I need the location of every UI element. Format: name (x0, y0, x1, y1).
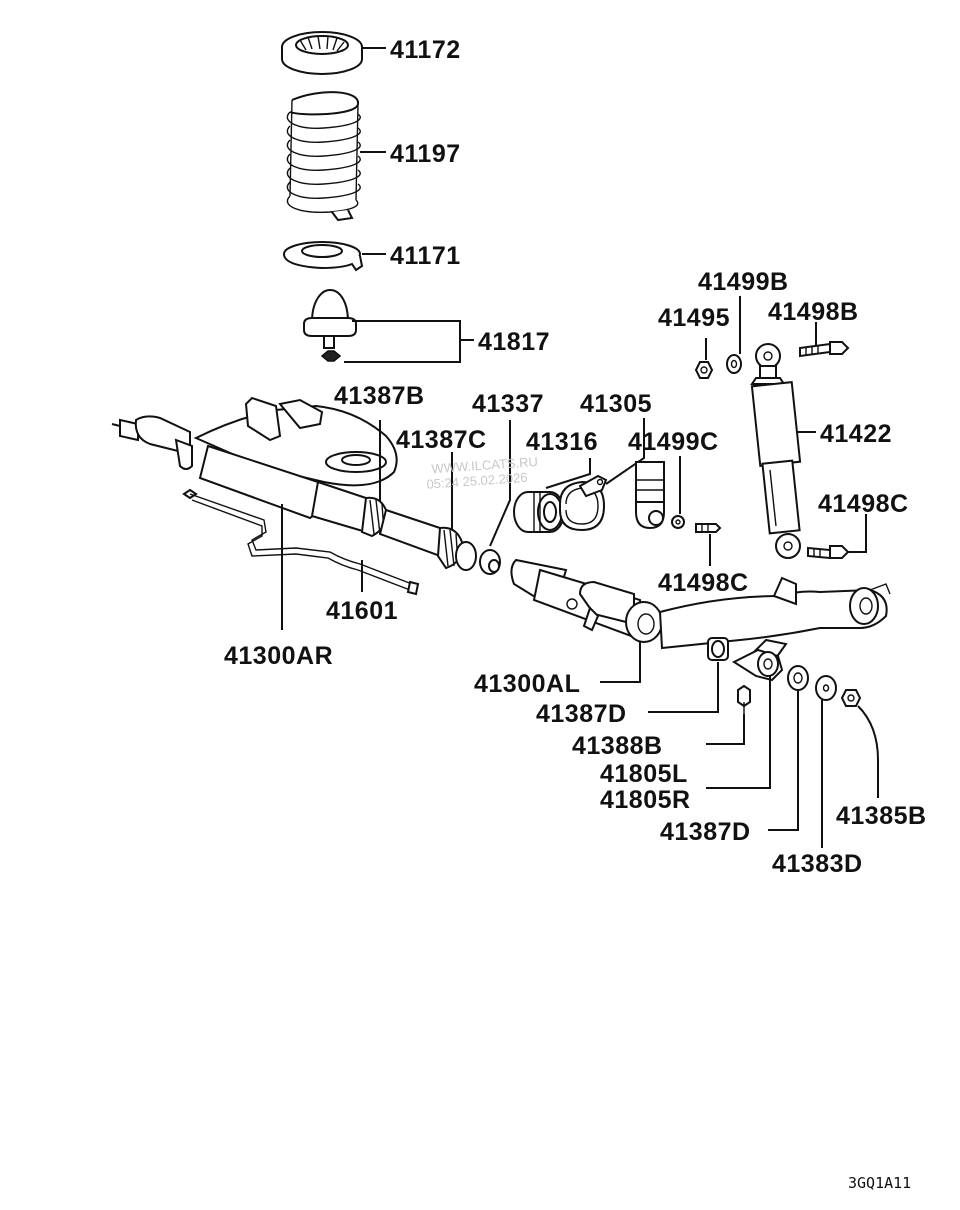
label-41498C-right: 41498C (818, 490, 909, 518)
label-41388B: 41388B (572, 732, 663, 760)
label-41495: 41495 (658, 304, 730, 332)
top-mount-part (281, 31, 363, 75)
bump-stopper-part (303, 288, 357, 362)
watermark: WWW.ILCATS.RU 05:24 25.02.2026 (426, 454, 538, 492)
shock-absorber-part (750, 343, 802, 559)
stabilizer-bar-part (182, 488, 420, 596)
label-41171: 41171 (390, 242, 461, 270)
nut-41385B-part (840, 689, 862, 707)
label-41387B: 41387B (334, 382, 425, 410)
watermark-site: WWW.ILCATS.RU (431, 454, 538, 476)
label-41498C-mid: 41498C (658, 569, 749, 597)
label-41387C: 41387C (396, 426, 487, 454)
label-41305: 41305 (580, 390, 652, 418)
label-41383D: 41383D (772, 850, 863, 878)
bolt-41498C-right-part (807, 545, 850, 560)
label-41385B: 41385B (836, 802, 927, 830)
label-41499B: 41499B (698, 268, 789, 296)
washer-41499B-part (726, 354, 742, 374)
washer-41383D-part (815, 675, 837, 701)
label-41300AR: 41300AR (224, 642, 333, 670)
label-41172: 41172 (390, 36, 461, 64)
label-41499C: 41499C (628, 428, 719, 456)
coil-spring-part (286, 91, 361, 222)
bracket-41805-part (731, 648, 784, 682)
label-41337: 41337 (472, 390, 544, 418)
label-41422: 41422 (820, 420, 892, 448)
clamp-41305-part (559, 474, 608, 532)
label-41387D: 41387D (536, 700, 627, 728)
label-41316: 41316 (526, 428, 598, 456)
shock-lower-end-part (635, 461, 722, 533)
label-41300AL: 41300AL (474, 670, 580, 698)
label-41387D-lower: 41387D (660, 818, 751, 846)
bushing-41387D-lower-part (787, 665, 809, 691)
bolt-41388B-part (737, 684, 751, 714)
label-41817: 41817 (478, 328, 550, 356)
watermark-timestamp: 05:24 25.02.2026 (426, 470, 528, 492)
spring-seat-part (283, 241, 364, 272)
label-41805L: 41805L (600, 760, 688, 788)
axle-beam-right-part (111, 396, 501, 575)
label-41197: 41197 (390, 140, 461, 168)
label-41805R: 41805R (600, 786, 691, 814)
label-41601: 41601 (326, 597, 398, 625)
bushing-41387D-part (707, 637, 729, 661)
bushing-41316-part (513, 491, 565, 533)
label-41498B: 41498B (768, 298, 859, 326)
bolt-41498B-part (799, 341, 850, 358)
nut-41495-part (694, 361, 714, 379)
figure-code: 3GQ1A11 (848, 1174, 911, 1192)
